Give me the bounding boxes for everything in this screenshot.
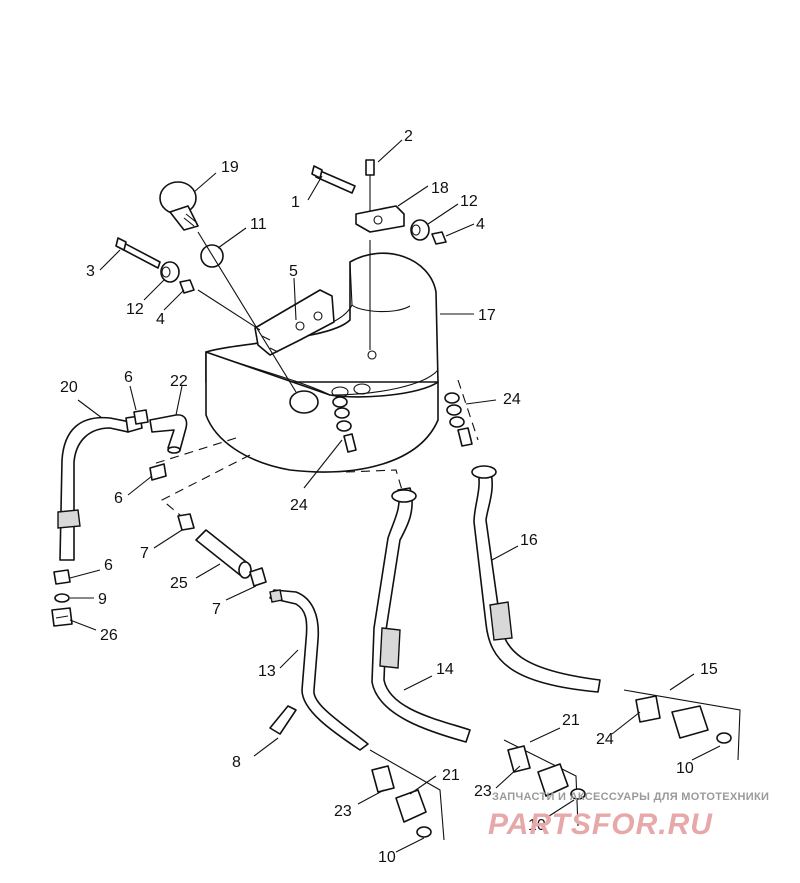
callout-4-right: 4 — [476, 216, 485, 233]
callout-12-left: 12 — [126, 301, 144, 318]
grommet-12-right — [410, 219, 430, 241]
hose-13 — [269, 589, 369, 751]
filler-cap — [159, 181, 199, 231]
hose-20 — [57, 415, 143, 561]
watermark: ЗАПЧАСТИ И АКСЕССУАРЫ ДЛЯ МОТОТЕХНИКИ PA… — [488, 791, 769, 841]
callout-20: 20 — [60, 379, 78, 396]
fitting-stack-left — [332, 396, 357, 453]
washer-9 — [54, 593, 70, 603]
callout-8: 8 — [232, 754, 241, 771]
clip-8 — [269, 705, 297, 735]
watermark-brand: PARTSFOR.RU — [488, 808, 713, 841]
bolt-3 — [115, 237, 161, 269]
clamp-7-upper — [177, 513, 195, 531]
o-ring — [200, 244, 224, 268]
callout-7-lower: 7 — [212, 601, 221, 618]
callout-25: 25 — [170, 575, 188, 592]
watermark-tagline: ЗАПЧАСТИ И АКСЕССУАРЫ ДЛЯ МОТОТЕХНИКИ — [492, 791, 769, 803]
callout-24-fitting: 24 — [596, 731, 614, 748]
callout-14: 14 — [436, 661, 454, 678]
callout-19: 19 — [221, 159, 239, 176]
hose-16 — [471, 465, 601, 693]
callout-10-right: 10 — [676, 760, 694, 777]
callout-7-upper: 7 — [140, 545, 149, 562]
callout-21-mid: 21 — [562, 712, 580, 729]
nut-6-lower — [53, 569, 71, 585]
fitting-group-21-left — [369, 749, 445, 841]
fitting-group-15 — [623, 689, 741, 761]
callout-16: 16 — [520, 532, 538, 549]
callout-labels: 1 2 3 4 4 5 6 6 6 7 7 8 9 10 10 10 11 12… — [60, 128, 718, 866]
nut-4-left — [179, 279, 195, 294]
callout-2: 2 — [404, 128, 413, 145]
callout-21-left: 21 — [442, 767, 460, 784]
callout-3: 3 — [86, 263, 95, 280]
callout-9: 9 — [98, 591, 107, 608]
callout-11: 11 — [250, 216, 267, 233]
clamp-6-mid — [149, 463, 167, 481]
fitting-stack-right — [444, 392, 473, 447]
hose-25 — [195, 529, 252, 579]
oil-tank — [205, 252, 439, 473]
callout-6-lower: 6 — [104, 557, 113, 574]
mount-bracket-18 — [355, 205, 405, 233]
callout-5: 5 — [289, 263, 298, 280]
grommet-12-left — [160, 261, 180, 283]
callout-23-left: 23 — [334, 803, 352, 820]
leader-lines — [69, 139, 721, 853]
callout-23-mid: 23 — [474, 783, 492, 800]
callout-1: 1 — [291, 194, 300, 211]
callout-18: 18 — [431, 180, 449, 197]
callout-17: 17 — [478, 307, 496, 324]
nut-4-right — [431, 231, 447, 245]
clamp-6-upper — [133, 409, 149, 425]
callout-24-right: 24 — [503, 391, 521, 408]
hose-14 — [371, 487, 471, 743]
bracket — [254, 289, 335, 356]
callout-12-right: 12 — [460, 193, 478, 210]
callout-15: 15 — [700, 661, 718, 678]
callout-10-left: 10 — [378, 849, 396, 866]
clamp-7-lower — [249, 567, 267, 587]
callout-6-mid: 6 — [114, 490, 123, 507]
callout-13: 13 — [258, 663, 276, 680]
plug-26 — [51, 607, 73, 627]
fitting-group-21-mid — [503, 739, 586, 827]
callout-6-upper: 6 — [124, 369, 133, 386]
callout-26: 26 — [100, 627, 118, 644]
elbow-hose-22 — [149, 414, 188, 454]
callout-4-left: 4 — [156, 311, 165, 328]
callout-10-mid: 10 — [528, 817, 546, 834]
callout-22: 22 — [170, 373, 188, 390]
callout-24-lower: 24 — [290, 497, 308, 514]
bolt-1 — [311, 165, 356, 194]
